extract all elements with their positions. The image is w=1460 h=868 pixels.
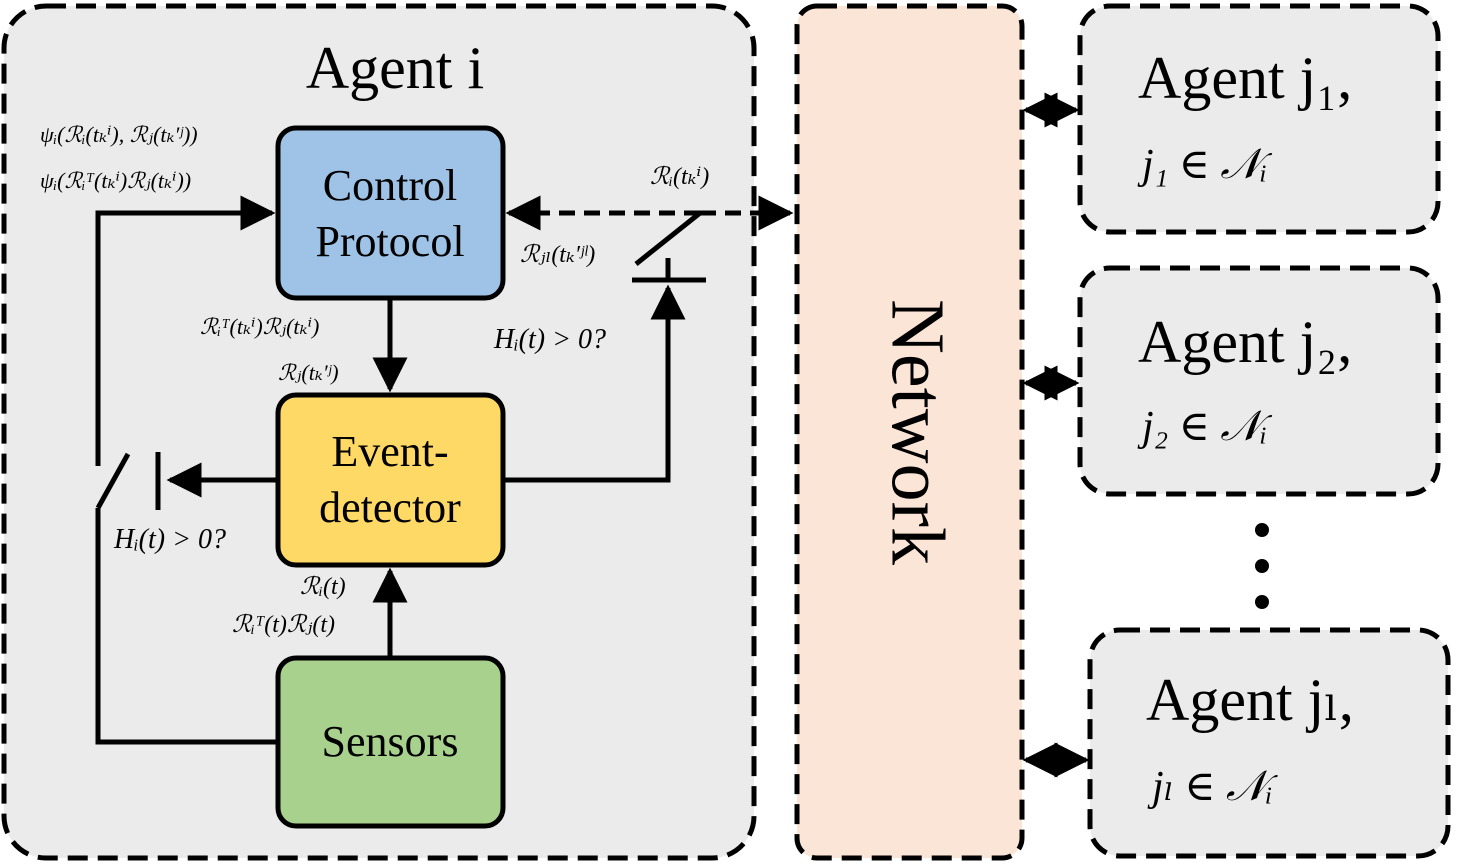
control-protocol-block bbox=[275, 125, 506, 301]
left-switch-blade bbox=[95, 452, 131, 510]
ellipsis-dots bbox=[1255, 523, 1269, 609]
network-label: Network bbox=[876, 299, 960, 565]
label-psi-1: ψᵢ(ℛᵢ(tₖⁱ), ℛⱼ(tₖ′ʲ)) bbox=[40, 122, 198, 147]
neighbor-j1-membership: j₁ ∈ 𝒩ᵢ bbox=[1137, 142, 1272, 188]
label-r-jl-tk: ℛⱼₗ(tₖ′ʲˡ) bbox=[520, 242, 595, 268]
left-loop-upper-wire bbox=[95, 195, 276, 466]
neighbor-jl-membership: jₗ ∈ 𝒩ᵢ bbox=[1147, 764, 1278, 810]
neighbor-j2-title: Agent j₂, bbox=[1138, 309, 1352, 375]
right-switch-blade bbox=[634, 211, 702, 266]
neighbor-agent-j1 bbox=[1077, 3, 1441, 235]
agent-i-title: Agent i bbox=[306, 35, 484, 101]
sensors-label: Sensors bbox=[322, 717, 459, 766]
control-protocol-label-line1: Control bbox=[323, 161, 457, 210]
label-ri-t: ℛᵢ(t) bbox=[300, 574, 346, 600]
label-h-left: Hᵢ(t) > 0? bbox=[113, 524, 226, 555]
label-r-i-tk: ℛᵢ(tₖⁱ) bbox=[650, 164, 709, 190]
label-rj-tk: ℛⱼ(tₖ′ʲ) bbox=[278, 360, 339, 385]
neighbor-agent-jl bbox=[1087, 627, 1451, 859]
neighbor-j1-title: Agent j₁, bbox=[1138, 45, 1352, 111]
event-detector-block bbox=[275, 392, 506, 568]
right-trigger-wire bbox=[503, 284, 686, 483]
control-protocol-label-line2: Protocol bbox=[315, 217, 464, 266]
event-detector-label-line2: detector bbox=[319, 483, 461, 532]
label-ri-t-rj-tk: ℛᵢᵀ(tₖⁱ)ℛⱼ(tₖⁱ) bbox=[200, 314, 319, 339]
network-block bbox=[794, 3, 1025, 861]
event-detector-label-line1: Event- bbox=[331, 427, 448, 476]
neighbor-j2-membership: j₂ ∈ 𝒩ᵢ bbox=[1137, 404, 1272, 450]
label-psi-2: ψᵢ(ℛᵢᵀ(tₖⁱ)ℛⱼ(tₖⁱ)) bbox=[40, 168, 191, 193]
label-ri-rj-t: ℛᵢᵀ(t)ℛⱼ(t) bbox=[232, 612, 335, 638]
neighbor-jl-title: Agent jₗ, bbox=[1146, 667, 1354, 733]
label-h-top: Hᵢ(t) > 0? bbox=[493, 324, 606, 355]
neighbor-agent-j2 bbox=[1077, 265, 1441, 497]
left-loop-lower-wire bbox=[95, 508, 278, 745]
